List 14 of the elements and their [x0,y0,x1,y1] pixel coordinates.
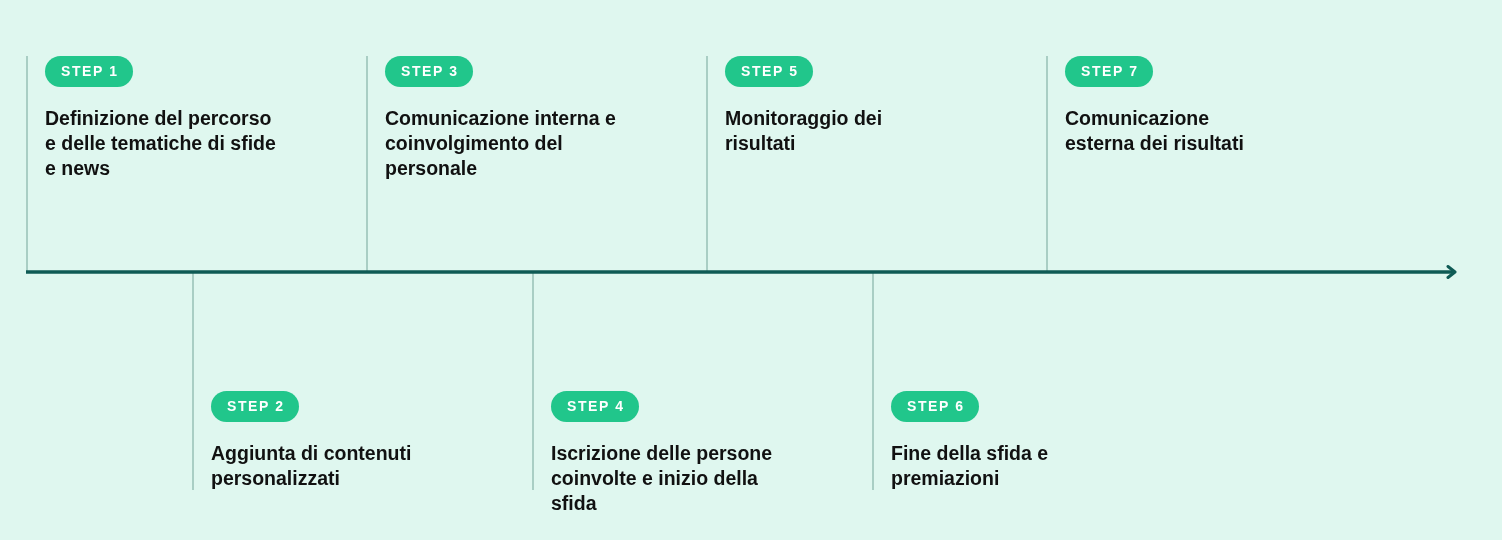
step-badge: STEP 1 [45,56,133,87]
step-title: Fine della sfida e premiazioni [891,441,1050,491]
step-badge: STEP 4 [551,391,639,422]
step-badge: STEP 6 [891,391,979,422]
step-badge: STEP 2 [211,391,299,422]
step-title: Aggiunta di contenuti personalizzati [211,441,413,491]
step-title: Iscrizione delle persone coinvolte e inizio della sfida [551,441,774,516]
step-badge: STEP 5 [725,56,813,87]
step-badge: STEP 3 [385,56,473,87]
step-badge: STEP 7 [1065,56,1153,87]
step-title: Definizione del percorso e delle tematiche di sfide e news [45,106,277,181]
step-title: Monitoraggio dei risultati [725,106,884,156]
step-title: Comunicazione esterna dei risultati [1065,106,1245,156]
step-title: Comunicazione interna e coinvolgimento del personale [385,106,617,181]
